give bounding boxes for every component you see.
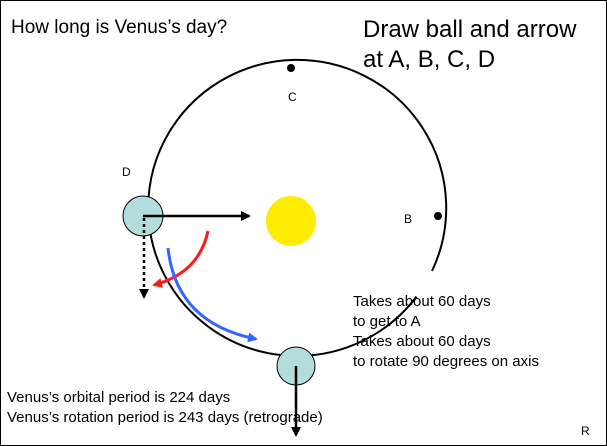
timing-note-line: Takes about 60 days [353,293,491,310]
point-label-d: D [122,165,131,179]
diagram-title: How long is Venus’s day? [11,17,228,38]
instruction-text: Draw ball and arrow at A, B, C, D [363,15,576,75]
orbit-dot-icon [434,212,442,220]
instruction-line: at A, B, C, D [363,46,496,73]
corner-mark: R [581,424,590,438]
point-label-c: C [288,90,297,104]
rotation-arrow [152,230,210,288]
point-label-b: B [404,212,413,226]
orbit-motion-arrow [166,247,258,343]
timing-note-line: to rotate 90 degrees on axis [353,353,539,370]
timing-note-line: to get to A [353,313,421,330]
rotation-period-text: Venus’s rotation period is 243 days (ret… [7,409,323,426]
sun-icon [266,196,316,246]
timing-note-line: Takes about 60 days [353,333,491,350]
orbit-dot-icon [287,64,295,72]
period-facts: Venus’s orbital period is 224 days Venus… [7,388,323,428]
instruction-line: Draw ball and arrow [363,16,577,43]
timing-note: Takes about 60 days to get to A Takes ab… [353,292,539,372]
orbital-period-text: Venus’s orbital period is 224 days [7,389,231,406]
